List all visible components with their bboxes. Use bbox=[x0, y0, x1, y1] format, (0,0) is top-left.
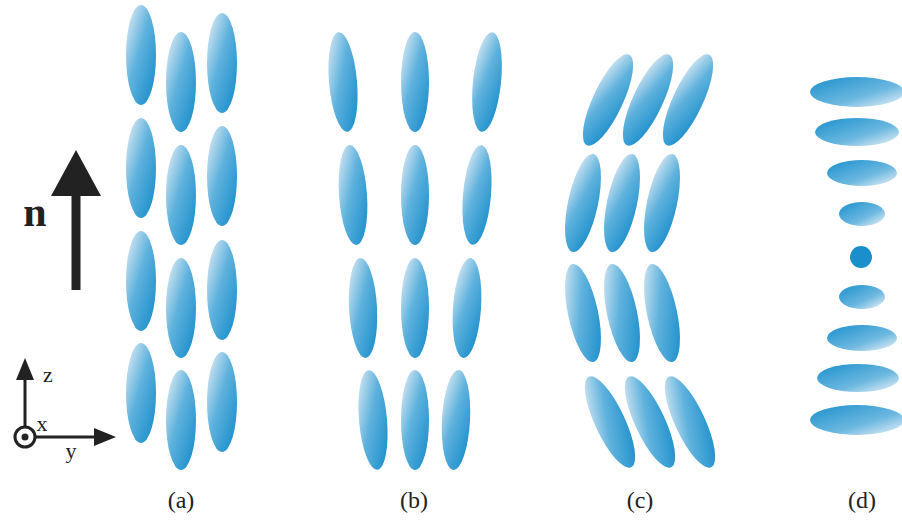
panel-label: (d) bbox=[848, 488, 876, 512]
director-label: n bbox=[23, 191, 46, 233]
axis-label: x bbox=[37, 413, 48, 435]
panel-label: (a) bbox=[168, 488, 195, 512]
axes bbox=[15, 358, 116, 447]
phase-b bbox=[325, 31, 506, 471]
director-arrow bbox=[51, 150, 101, 290]
phase-c bbox=[558, 48, 725, 473]
panel-label: (b) bbox=[400, 488, 428, 512]
axis-label: z bbox=[43, 364, 53, 386]
phase-a bbox=[126, 5, 237, 470]
panel-label: (c) bbox=[627, 488, 654, 512]
phase-d bbox=[810, 77, 902, 435]
axis-label: y bbox=[66, 440, 77, 462]
